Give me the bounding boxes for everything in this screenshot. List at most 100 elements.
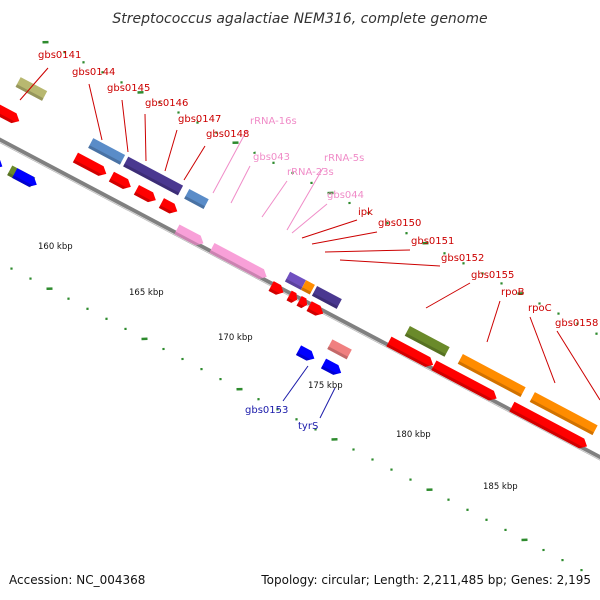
tick-dot [352, 448, 355, 451]
gene-feature[interactable] [327, 339, 352, 360]
gene-feature[interactable] [311, 286, 342, 309]
tick-dot [310, 181, 313, 185]
tick-dot [232, 141, 239, 145]
gene-feature[interactable] [284, 271, 306, 290]
tick-dot [46, 287, 53, 291]
accession-text: Accession: NC_004368 [9, 573, 146, 587]
gene-label-gbs0147[interactable]: gbs0147 [178, 114, 221, 125]
gene-feature[interactable] [509, 401, 589, 451]
tick-dot [371, 458, 374, 461]
leader-line [230, 165, 251, 204]
leader-line [212, 129, 248, 194]
gene-label-gbs044[interactable]: gbs044 [327, 190, 364, 201]
leader-line [324, 249, 411, 253]
gene-label-gbs0150[interactable]: gbs0150 [378, 218, 421, 229]
tick-dot [253, 151, 256, 154]
tick-dot [576, 322, 579, 325]
gene-feature[interactable] [123, 156, 184, 196]
tick-dot [219, 377, 222, 381]
gene-feature[interactable] [72, 152, 109, 179]
gene-feature[interactable] [174, 224, 206, 248]
gene-labels: gbs0141 gbs0144 gbs0145 gbs0146 gbs0147 … [38, 50, 598, 432]
tick-dot [517, 292, 524, 295]
gene-feature[interactable] [158, 198, 180, 216]
gene-label-gbs0152[interactable]: gbs0152 [441, 253, 484, 264]
gene-label-gbs0155[interactable]: gbs0155 [471, 270, 514, 281]
gene-label-rpob[interactable]: rpoB [501, 287, 525, 298]
tick-dot [105, 317, 108, 320]
gene-feature[interactable] [209, 243, 269, 282]
gene-label-gbs0146[interactable]: gbs0146 [145, 98, 188, 109]
kbp-label-175: 175 kbp [308, 381, 343, 391]
tick-dot [348, 201, 351, 205]
tick-dot [177, 111, 180, 114]
gene-feature[interactable] [133, 184, 159, 205]
gene-feature[interactable] [529, 392, 598, 436]
tick-dot [295, 418, 298, 421]
gene-label-gbs0141[interactable]: gbs0141 [38, 50, 81, 61]
gene-feature[interactable] [295, 345, 317, 363]
gene-feature[interactable] [457, 354, 526, 397]
gene-feature[interactable] [320, 358, 344, 378]
gene-label-gbs043[interactable]: gbs043 [253, 152, 290, 163]
kbp-label-165: 165 kbp [129, 288, 164, 298]
gene-feature[interactable] [386, 336, 435, 370]
label-leader-lines [19, 67, 600, 419]
gene-feature[interactable] [404, 326, 450, 357]
leader-line [311, 231, 378, 245]
gene-feature[interactable] [0, 152, 5, 171]
gene-label-gbs0144[interactable]: gbs0144 [72, 67, 115, 78]
kbp-label-180: 180 kbp [396, 430, 431, 440]
map-title: Streptococcus agalactiae NEM316, complet… [112, 11, 487, 27]
leader-line [425, 282, 471, 309]
gene-label-rrna-23s[interactable]: rRNA-23s [287, 167, 334, 178]
tick-dot [538, 302, 541, 305]
gene-feature[interactable] [300, 280, 315, 295]
gene-feature[interactable] [296, 295, 310, 310]
tick-dot [67, 297, 70, 300]
tick-dot [422, 241, 429, 245]
gene-feature[interactable] [15, 77, 48, 101]
gene-feature[interactable] [108, 171, 134, 192]
gene-feature[interactable] [0, 104, 22, 126]
tick-dot [101, 71, 104, 74]
tick-dot [595, 332, 598, 335]
genome-backbone [0, 137, 600, 461]
tick-dot [257, 398, 260, 401]
leader-line [556, 330, 600, 401]
gene-feature[interactable] [306, 301, 326, 318]
tick-dot [481, 272, 484, 275]
gene-feature[interactable] [184, 188, 209, 209]
tick-dot [314, 428, 317, 431]
tick-dot [390, 468, 393, 471]
gene-label-rrna-16s[interactable]: rRNA-16s [250, 116, 297, 127]
gene-feature[interactable] [12, 168, 39, 189]
leader-line [121, 99, 129, 153]
gene-label-rrna-5s[interactable]: rRNA-5s [324, 153, 364, 164]
tick-dot [196, 121, 199, 124]
gene-label-gbs0153[interactable]: gbs0153 [245, 405, 288, 416]
gene-feature[interactable] [431, 360, 499, 403]
gene-feature[interactable] [268, 281, 287, 297]
tick-marks [10, 40, 598, 572]
gene-label-ipk[interactable]: ipk [358, 207, 373, 218]
kbp-labels: 160 kbp 165 kbp 170 kbp 175 kbp 180 kbp … [38, 242, 518, 492]
gene-label-gbs0151[interactable]: gbs0151 [411, 236, 454, 247]
gene-label-tyrs[interactable]: tyrS [298, 421, 318, 432]
gene-feature[interactable] [88, 138, 126, 165]
tick-dot [485, 518, 488, 521]
tick-dot [443, 252, 446, 255]
tick-dot [504, 528, 507, 532]
leader-line [301, 219, 358, 239]
gene-label-rpoc[interactable]: rpoC [528, 303, 552, 314]
tick-dot [124, 327, 127, 331]
tick-dot [63, 51, 66, 54]
gene-label-gbs0158[interactable]: gbs0158 [555, 318, 598, 329]
gene-feature[interactable] [286, 290, 300, 305]
gene-label-gbs0145[interactable]: gbs0145 [107, 83, 150, 94]
tick-dot [386, 221, 389, 225]
leader-line [183, 145, 206, 181]
tick-dot [561, 558, 564, 562]
gene-label-gbs0148[interactable]: gbs0148 [206, 129, 249, 140]
